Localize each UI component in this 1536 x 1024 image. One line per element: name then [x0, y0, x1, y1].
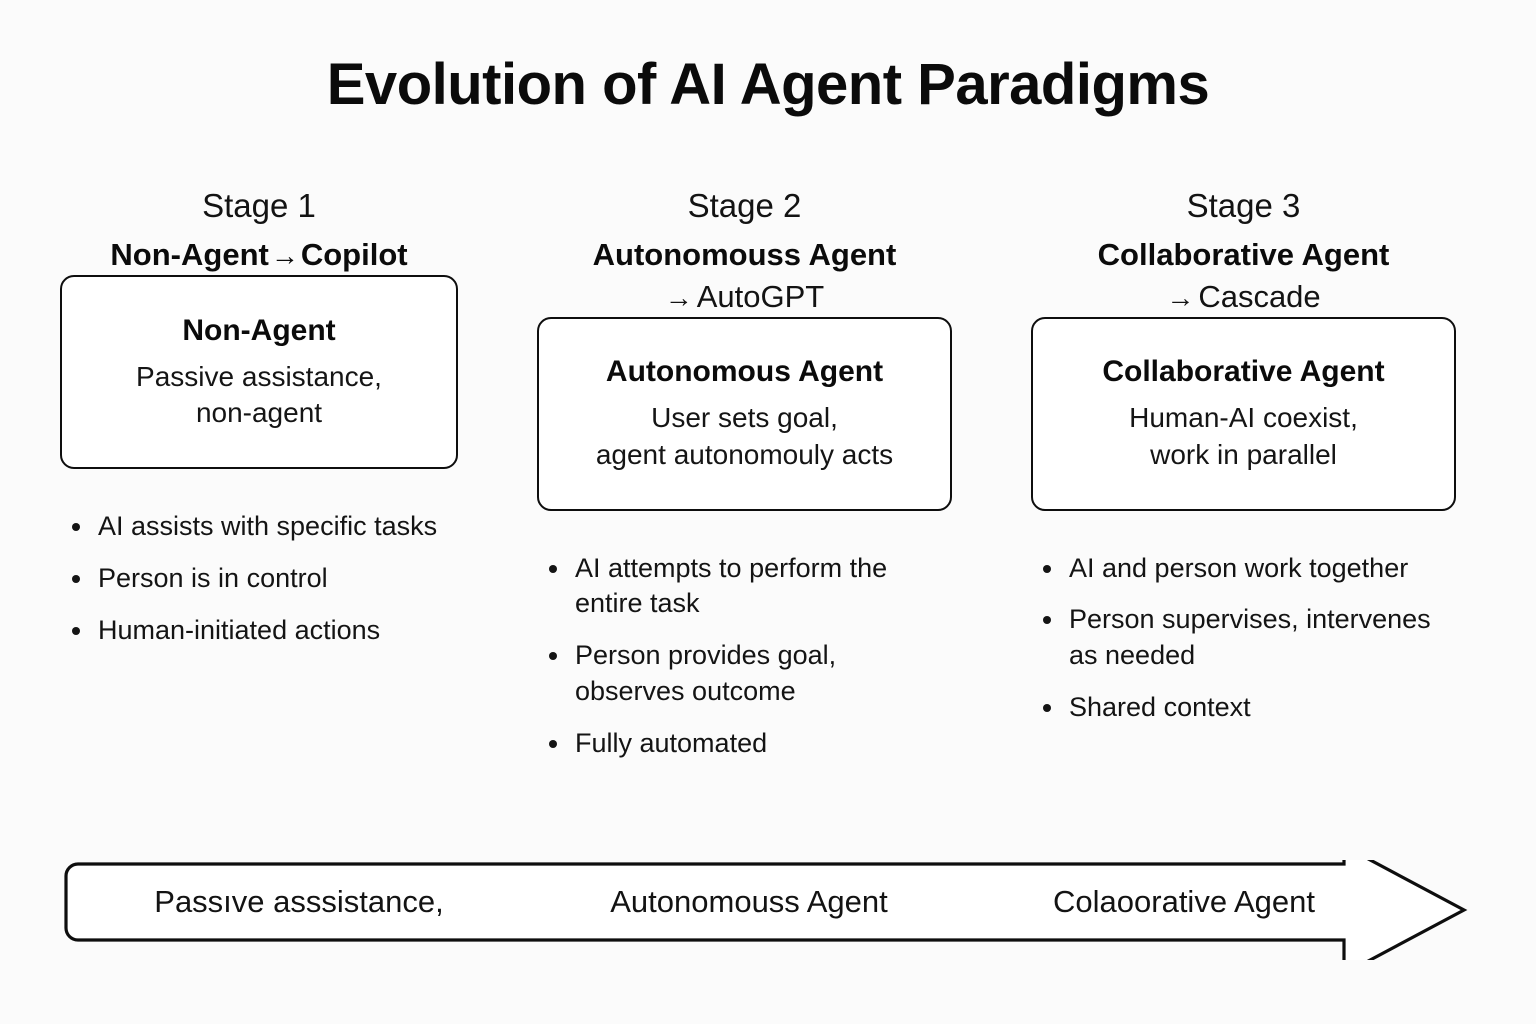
list-item: Shared context: [1031, 690, 1456, 726]
card-title-3: Collaborative Agent: [1102, 355, 1385, 389]
card-description-1: Passive assistance, non-agent: [136, 360, 382, 428]
list-item: AI and person work together: [1031, 551, 1456, 587]
list-item: Fully automated: [537, 726, 952, 762]
stage-column-1: Stage 1 Non-Agent→Copilot Non-Agent Pass…: [60, 185, 458, 665]
stage-column-2: Stage 2 Autonomouss Agent →AutoGPT Auton…: [537, 185, 952, 778]
timeline-label-2: Autonomouss Agent: [610, 884, 888, 919]
stage-label-2: Stage 2: [687, 187, 802, 224]
timeline-arrow-shape: [64, 860, 1468, 960]
card-title-1: Non-Agent: [182, 313, 336, 347]
right-arrow-icon: →: [664, 281, 693, 313]
bullet-list-3: AI and person work together Person super…: [1031, 551, 1456, 743]
stage-target-3: →Cascade: [1031, 277, 1456, 317]
list-item: AI attempts to perform the entire task: [537, 551, 952, 623]
stage-header-1: Stage 1 Non-Agent→Copilot: [60, 185, 458, 275]
stage-columns: Stage 1 Non-Agent→Copilot Non-Agent Pass…: [60, 185, 1456, 778]
timeline-label-1: Passıve asssistance,: [154, 884, 444, 919]
stage-name-1: Non-Agent→Copilot: [60, 235, 458, 275]
stage-target-text-2: AutoGPT: [696, 278, 825, 314]
bullet-list-1: AI assists with specific tasks Person is…: [60, 509, 458, 665]
stage-card-3[interactable]: Collaborative Agent Human-AI coexist, wo…: [1031, 316, 1456, 511]
page-title: Evolution of AI Agent Paradigms: [326, 52, 1210, 117]
card-description-2: User sets goal, agent autonomouly acts: [595, 402, 894, 470]
card-description-3: Human-AI coexist, work in parallel: [1129, 402, 1358, 470]
list-item: Person supervises, intervenes as needed: [1031, 602, 1456, 674]
stage-target-2: →AutoGPT: [537, 277, 952, 317]
timeline-label-3: Colaoorative Agent: [1053, 884, 1315, 919]
stage-header-2: Stage 2 Autonomouss Agent →AutoGPT: [537, 185, 952, 317]
timeline-arrow-banner: Passıve asssistance, Autonomouss Agent C…: [64, 860, 1468, 960]
right-arrow-icon: →: [1166, 281, 1195, 313]
card-title-2: Autonomous Agent: [605, 355, 884, 389]
stage-name-3: Collaborative Agent: [1097, 237, 1390, 273]
right-arrow-icon: →: [270, 240, 299, 272]
list-item: Person provides goal, observes outcome: [537, 638, 952, 710]
stage-label-3: Stage 3: [1186, 187, 1301, 224]
stage-name-text-1: Non-Agent: [110, 237, 269, 273]
stage-header-3: Stage 3 Collaborative Agent →Cascade: [1031, 185, 1456, 317]
stage-target-text-3: Cascade: [1198, 278, 1321, 314]
stage-name-2: Autonomouss Agent: [592, 237, 897, 273]
list-item: Human-initiated actions: [60, 613, 458, 649]
list-item: AI assists with specific tasks: [60, 509, 458, 545]
stage-target-text-1: Copilot: [300, 237, 408, 273]
stage-column-3: Stage 3 Collaborative Agent →Cascade Col…: [1031, 185, 1456, 742]
stage-card-1[interactable]: Non-Agent Passive assistance, non-agent: [60, 274, 458, 469]
timeline-labels: Passıve asssistance, Autonomouss Agent C…: [64, 860, 1404, 944]
stage-label-1: Stage 1: [202, 187, 316, 224]
list-item: Person is in control: [60, 561, 458, 597]
bullet-list-2: AI attempts to perform the entire task P…: [537, 551, 952, 779]
stage-card-2[interactable]: Autonomous Agent User sets goal, agent a…: [537, 316, 952, 511]
